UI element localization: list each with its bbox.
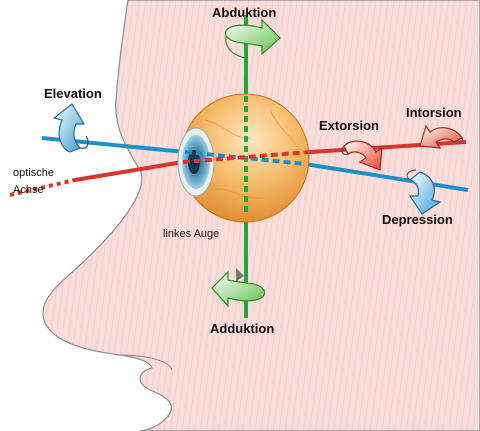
optische-label: optische bbox=[13, 167, 54, 179]
adduktion-label: Adduktion bbox=[210, 321, 275, 336]
depression-arrow-icon bbox=[406, 169, 442, 215]
abduktion-label: Abduktion bbox=[212, 5, 277, 20]
blue-axis-right bbox=[304, 162, 469, 192]
intorsion-arrow-icon bbox=[419, 124, 464, 149]
adduction-arrow-icon bbox=[211, 268, 266, 308]
linkes-auge-label: linkes Auge bbox=[163, 228, 220, 240]
intorsion-label: Intorsion bbox=[406, 105, 462, 120]
depression-label: Depression bbox=[382, 212, 453, 227]
extorsion-label: Extorsion bbox=[319, 118, 379, 133]
elevation-label: Elevation bbox=[44, 86, 102, 101]
elevation-arrow-icon bbox=[52, 103, 89, 153]
red-axis-left-dotted bbox=[9, 178, 76, 197]
red-axis-right bbox=[309, 140, 467, 154]
extorsion-arrow-icon bbox=[341, 140, 383, 171]
abduction-arrow-icon bbox=[224, 18, 281, 59]
blue-axis-dashed bbox=[184, 150, 306, 166]
nostril-line bbox=[119, 354, 173, 371]
achse-label: Achse bbox=[13, 184, 44, 196]
red-axis-left bbox=[74, 160, 184, 182]
